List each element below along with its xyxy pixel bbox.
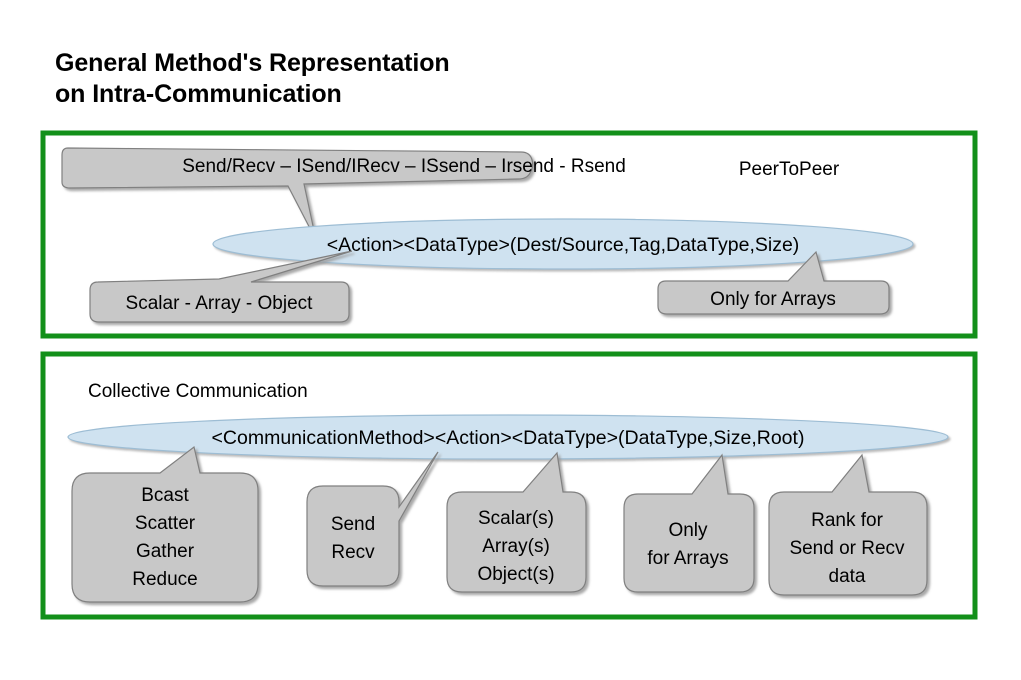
- callout-methods-line-2: Scatter: [135, 513, 196, 534]
- callout-actions: [306, 451, 439, 587]
- callout-datatypes-labels: Scalar(s) Array(s) Object(s): [477, 508, 554, 585]
- callout-root-note-labels: Rank for Send or Recv data: [789, 510, 905, 587]
- callout-methods-shape: [71, 445, 259, 603]
- callout-only-for-arrays-p2p-shape: [657, 250, 890, 315]
- callout-datatypes: [446, 451, 587, 593]
- callout-actions-labels: Send Recv: [331, 514, 375, 563]
- callout-methods-line-1: Bcast: [141, 485, 189, 506]
- callout-methods: [71, 445, 259, 603]
- section-label-collective: Collective Communication: [88, 381, 308, 402]
- callout-scalar-array-object: [89, 250, 353, 323]
- signature-label-peer-to-peer: <Action><DataType>(Dest/Source,Tag,DataT…: [327, 234, 800, 256]
- section-label-peer-to-peer: PeerToPeer: [739, 159, 840, 180]
- callout-datatypes-line-2: Array(s): [482, 536, 550, 557]
- callout-send-recv-bar: [61, 147, 534, 241]
- callout-root-note-line-1: Rank for: [811, 510, 883, 531]
- section-frame-inner-line-1: [47, 137, 971, 332]
- callout-root-note: [768, 453, 928, 596]
- callout-size-note-line-1: Only: [668, 520, 708, 541]
- callout-size-note-shape: [623, 453, 755, 593]
- callout-only-for-arrays-p2p-label: Only for Arrays: [710, 289, 836, 310]
- callout-datatypes-line-1: Scalar(s): [478, 508, 554, 529]
- callout-methods-labels: Bcast Scatter Gather Reduce: [132, 485, 198, 590]
- callout-scalar-array-object-label: Scalar - Array - Object: [126, 293, 314, 314]
- section-frame-inner-line-2: [47, 358, 971, 613]
- page-title: General Method's Representation on Intra…: [55, 49, 450, 108]
- callout-root-note-shape: [768, 453, 928, 596]
- signature-ellipse-peer-to-peer: [212, 218, 914, 270]
- callout-methods-line-3: Gather: [136, 541, 195, 562]
- callout-datatypes-shape: [446, 451, 587, 593]
- callout-methods-line-4: Reduce: [132, 569, 198, 590]
- callout-size-note: [623, 453, 755, 593]
- callout-datatypes-line-3: Object(s): [477, 564, 554, 585]
- callout-send-recv-bar-shape: [61, 147, 534, 241]
- signature-ellipse-collective: [67, 414, 949, 460]
- callout-root-note-line-2: Send or Recv: [789, 538, 905, 559]
- callout-actions-line-2: Recv: [331, 542, 375, 563]
- callout-actions-line-1: Send: [331, 514, 375, 535]
- callout-root-note-line-3: data: [829, 566, 866, 587]
- callout-size-note-line-2: for Arrays: [647, 548, 728, 569]
- callout-scalar-array-object-shape: [89, 250, 353, 323]
- callout-size-note-labels: Only for Arrays: [647, 520, 728, 569]
- callout-only-for-arrays-p2p: [657, 250, 890, 315]
- signature-label-collective: <CommunicationMethod><Action><DataType>(…: [212, 427, 805, 449]
- callout-actions-shape: [306, 451, 439, 587]
- section-collective-communication: Collective Communication <CommunicationM…: [40, 351, 978, 620]
- callout-send-recv-bar-label: Send/Recv – ISend/IRecv – ISsend – Irsen…: [182, 156, 626, 177]
- section-peer-to-peer: PeerToPeer Send/Recv – ISend/IRecv – ISs…: [40, 130, 978, 339]
